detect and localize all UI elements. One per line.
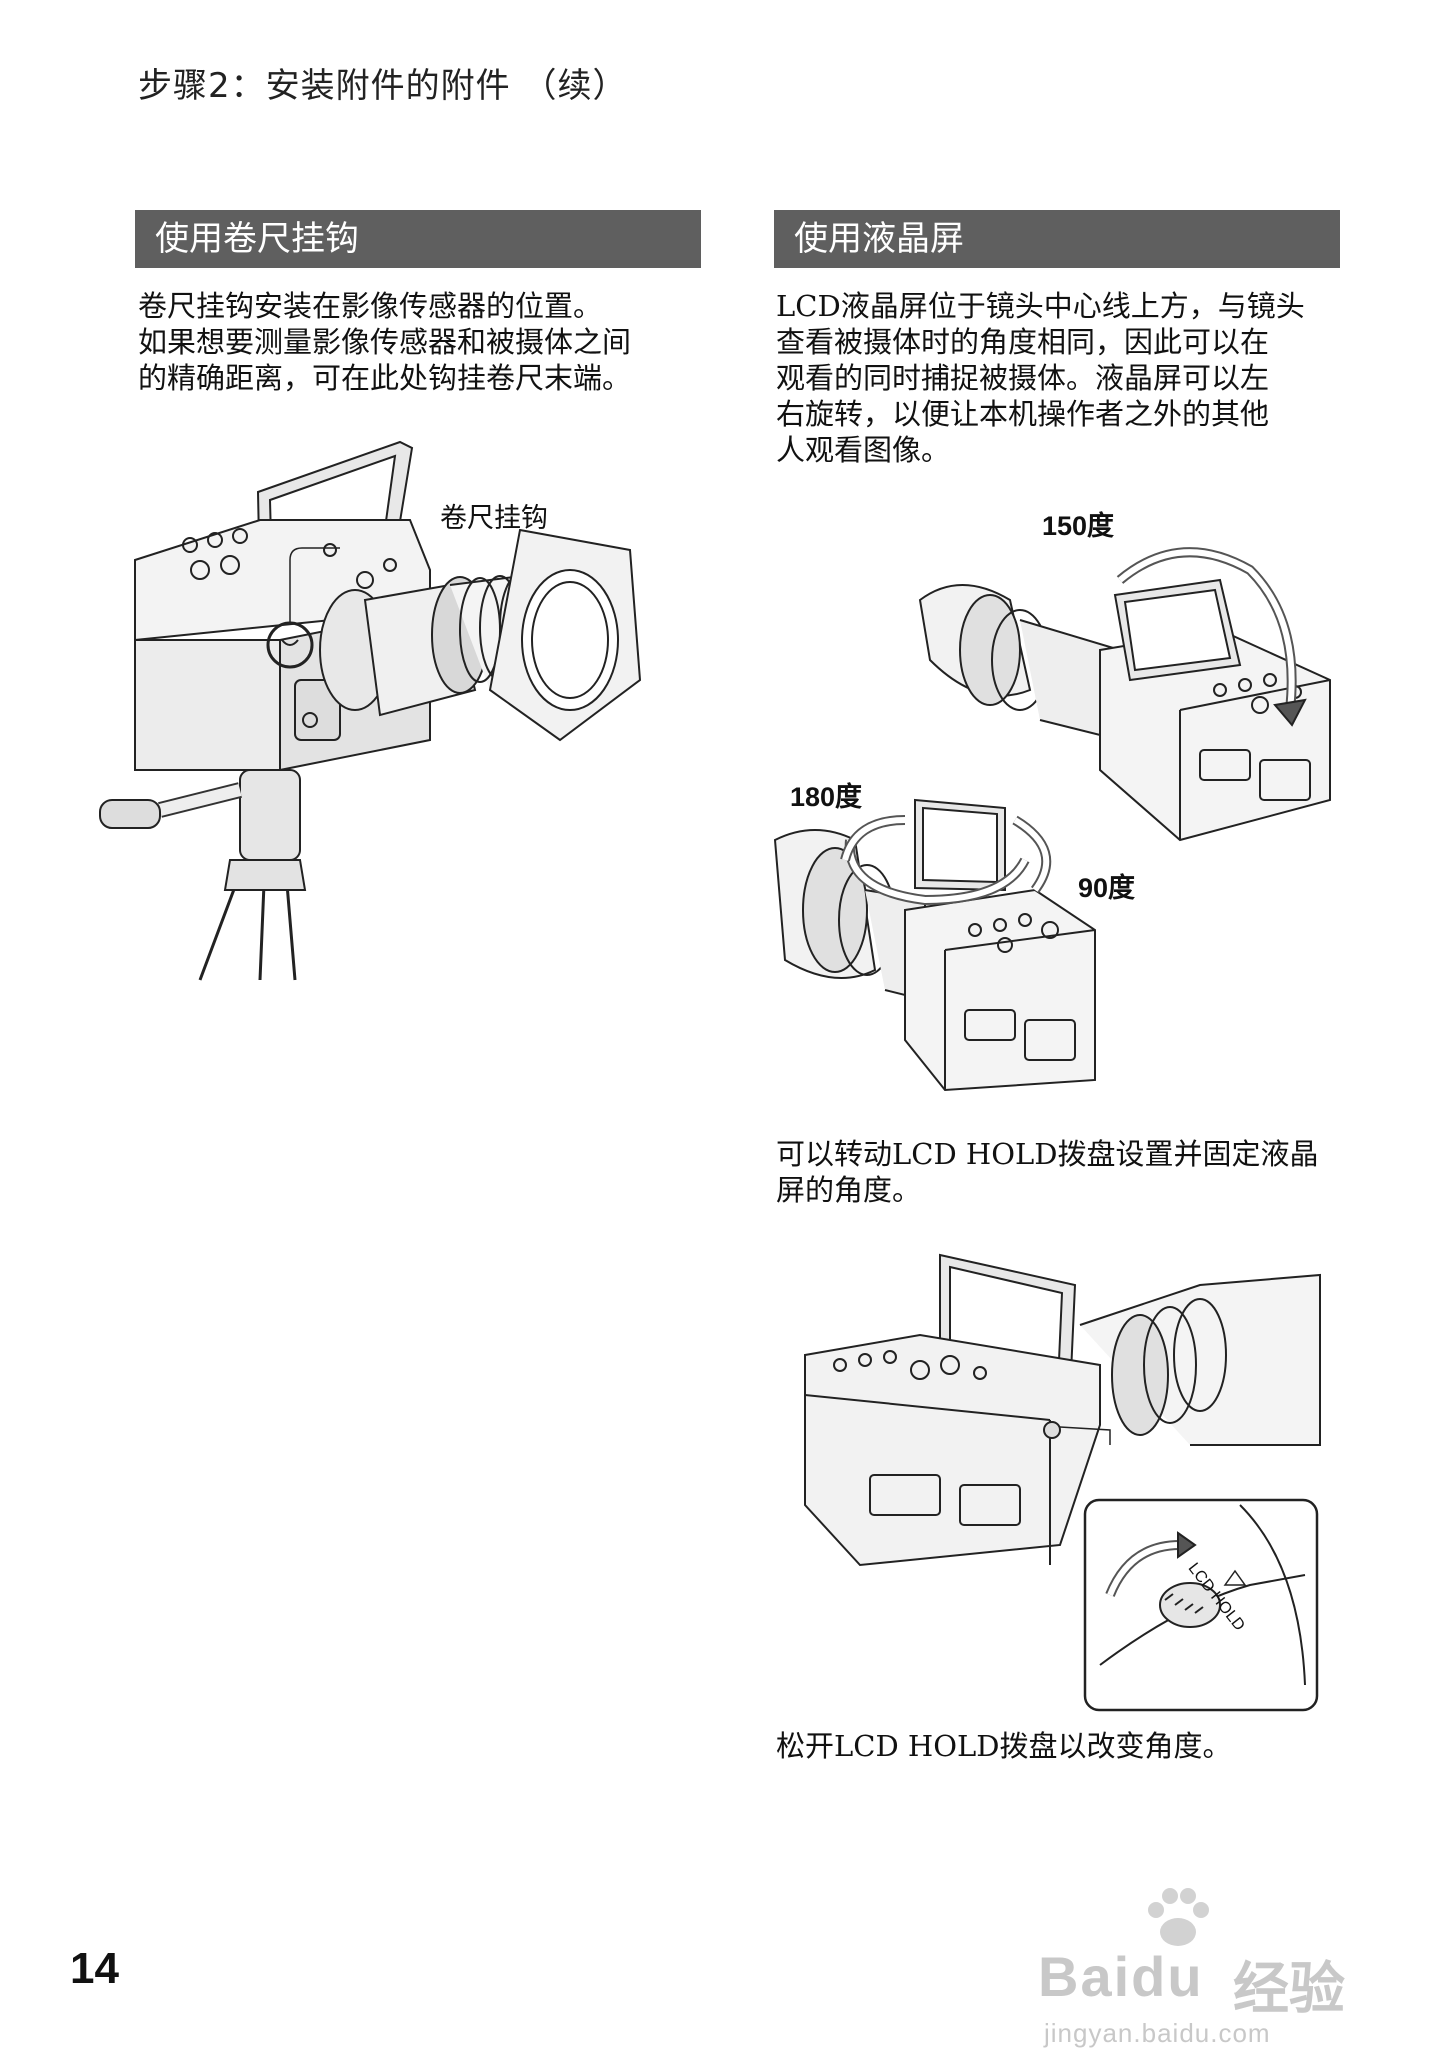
tape-hook-paragraph: 卷尺挂钩安装在影像传感器的位置。 如果想要测量影像传感器和被摄体之间 的精确距离… — [138, 288, 718, 396]
camera-tripod-illustration — [99, 440, 642, 981]
paragraph-line: 查看被摄体时的角度相同，因此可以在 — [776, 325, 1270, 359]
watermark-url: jingyan.baidu.com — [1044, 2018, 1271, 2048]
page-header: 步骤2：安装附件的附件 （续） — [138, 66, 628, 106]
caption-line: 屏的角度。 — [776, 1173, 922, 1207]
watermark-brand-bai: Bai — [1038, 1945, 1132, 2008]
caption-set-angle: 可以转动LCD HOLD拨盘设置并固定液晶 屏的角度。 — [776, 1136, 1336, 1208]
watermark-cn: 经验 — [1233, 1957, 1345, 2022]
paragraph-line: 如果想要测量影像传感器和被摄体之间 — [138, 325, 632, 359]
lcd-rotation-illustration — [773, 798, 1096, 1092]
angle-label-180: 180度 — [790, 782, 863, 812]
angle-label-90: 90度 — [1078, 873, 1136, 903]
paragraph-line: 人观看图像。 — [776, 433, 951, 467]
page-number: 14 — [70, 1944, 119, 1993]
paragraph-line: 观看的同时捕捉被摄体。液晶屏可以左 — [776, 361, 1270, 395]
angle-label-150: 150度 — [1042, 511, 1115, 541]
paw-icon — [1148, 1888, 1209, 1946]
watermark-brand-du: du — [1131, 1945, 1204, 2008]
paragraph-line: 卷尺挂钩安装在影像传感器的位置。 — [138, 289, 603, 323]
tape-hook-label: 卷尺挂钩 — [440, 503, 548, 534]
caption-release-dial: 松开LCD HOLD拨盘以改变角度。 — [776, 1729, 1232, 1763]
paragraph-line: 的精确距离，可在此处钩挂卷尺末端。 — [138, 361, 632, 395]
baidu-watermark: Baidu 经验 jingyan.baidu.com — [1038, 1888, 1358, 2050]
paragraph-line: LCD液晶屏位于镜头中心线上方，与镜头 — [776, 289, 1305, 323]
watermark-brand: Baidu — [1038, 1944, 1204, 2009]
lcd-150-illustration — [918, 547, 1331, 842]
section-heading-lcd: 使用液晶屏 — [774, 210, 1340, 268]
lcd-hold-illustration — [804, 1253, 1321, 1712]
paragraph-line: 右旋转，以便让本机操作者之外的其他 — [776, 397, 1270, 431]
lcd-paragraph: LCD液晶屏位于镜头中心线上方，与镜头 查看被摄体时的角度相同，因此可以在 观看… — [776, 288, 1356, 468]
caption-line: 可以转动LCD HOLD拨盘设置并固定液晶 — [776, 1137, 1319, 1171]
section-heading-tape-hook: 使用卷尺挂钩 — [135, 210, 701, 268]
